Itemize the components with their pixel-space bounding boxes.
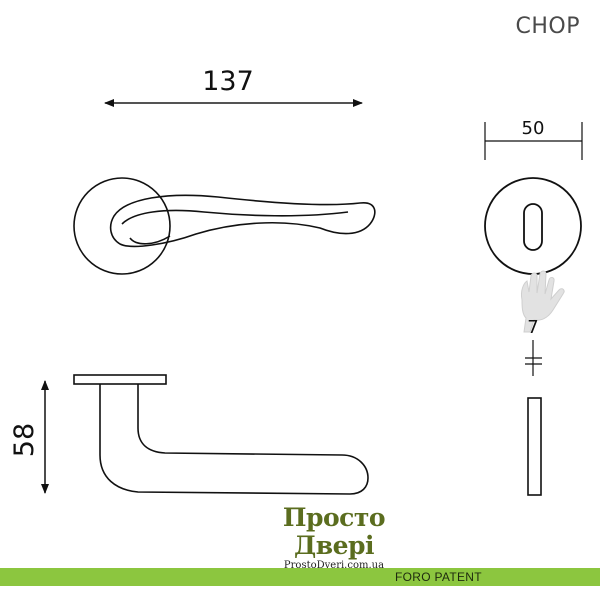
watermark-url: ProstoDveri.com.ua — [283, 560, 385, 571]
model-name: CHOP — [515, 14, 580, 39]
escutcheon-side-profile — [527, 397, 542, 496]
keyhole-slot — [523, 203, 543, 251]
dimension-58: 58 — [9, 380, 49, 494]
keyhole-escutcheon — [484, 177, 582, 275]
footer-label: FORO PATENT — [395, 570, 482, 584]
dimension-58-label: 58 — [9, 423, 40, 457]
dimension-7: 7 — [525, 317, 542, 376]
footer-bar: FORO PATENT — [0, 568, 600, 586]
handle-top-view — [73, 177, 376, 275]
rose-plate-side — [73, 374, 167, 385]
watermark-logo: Просто Двері ProstoDveri.com.ua — [254, 504, 414, 572]
lever-outline-top — [109, 194, 376, 248]
lever-outline-side — [99, 384, 369, 495]
watermark-title: Просто Двері — [282, 503, 386, 560]
dimension-137: 137 — [104, 66, 363, 107]
dimension-50-label: 50 — [522, 118, 545, 139]
rose-outline-top — [73, 177, 171, 275]
hand-icon — [521, 270, 565, 333]
handle-side-view — [73, 374, 369, 495]
escutcheon-outline — [484, 177, 582, 275]
dimension-7-label: 7 — [527, 317, 538, 338]
dimension-50: 50 — [484, 118, 583, 160]
lever-curl-top — [129, 235, 171, 245]
dimension-137-label: 137 — [202, 66, 254, 97]
lever-inner-top — [121, 209, 349, 225]
